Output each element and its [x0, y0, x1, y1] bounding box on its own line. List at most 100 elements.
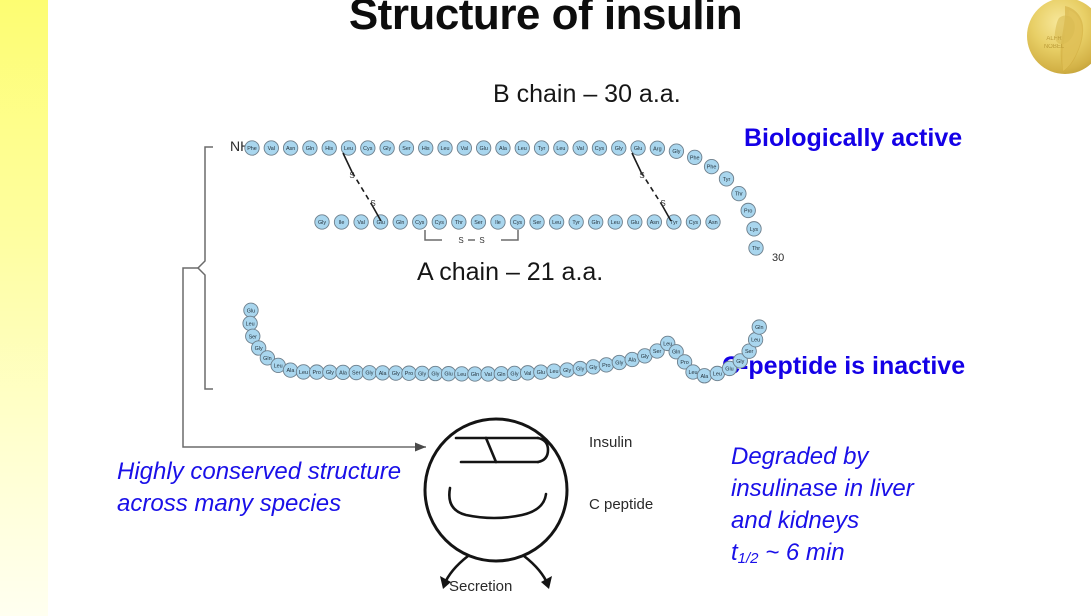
amino-acid-bead [741, 343, 757, 359]
amino-acid-bead [630, 140, 646, 156]
amino-acid-bead [668, 143, 685, 159]
amino-acid-bead [746, 221, 762, 237]
amino-acid-label: Phe [690, 155, 700, 161]
amino-acid-label: Ala [287, 368, 295, 374]
amino-acid-label: Pro [602, 363, 610, 369]
amino-acid-label: Glu [631, 220, 639, 226]
amino-acid-label: Glu [444, 372, 452, 378]
amino-acid-label: Leu [556, 146, 565, 152]
amino-acid-bead [244, 140, 260, 156]
amino-acid-label: Gly [392, 371, 400, 377]
amino-acid-label: Leu [457, 372, 466, 378]
amino-acid-label: Gln [497, 372, 505, 378]
amino-acid-bead [490, 214, 506, 230]
amino-acid-bead [703, 158, 720, 175]
amino-acid-label: Pro [312, 370, 320, 376]
svg-text:S: S [370, 199, 375, 208]
amino-acid-bead [372, 214, 389, 230]
amino-acid-label: Ala [700, 374, 708, 380]
amino-acid-label: Ala [339, 370, 347, 376]
callout-c-peptide-inactive: C-peptide is inactive [722, 352, 966, 380]
amino-acid-label: His [325, 146, 333, 152]
amino-acid-label: Leu [549, 369, 558, 375]
amino-acid-label: Tyr [538, 146, 546, 152]
amino-acid-bead [646, 214, 662, 230]
amino-acid-bead [668, 344, 684, 360]
amino-acid-bead [314, 214, 330, 230]
degraded-line-2: insulinase in liver [731, 475, 914, 502]
amino-acid-label: Tyr [670, 220, 678, 226]
half-life-subscript: 1/2 [737, 550, 759, 567]
half-life-symbol: t [731, 539, 738, 566]
amino-acid-label: Ala [628, 358, 636, 364]
amino-acid-label: Gly [615, 146, 623, 152]
amino-acid-bead [353, 214, 369, 230]
amino-acid-bead [418, 140, 434, 156]
amino-acid-label: Ser [653, 349, 662, 355]
amino-acid-bead [591, 140, 608, 156]
outer-bracket-arrow [182, 267, 426, 452]
amino-acid-bead [533, 140, 550, 156]
amino-acid-label: Gly [576, 367, 584, 373]
amino-acid-label: Ala [379, 371, 387, 377]
amino-acid-label: Gln [306, 146, 314, 152]
amino-acid-bead [748, 240, 764, 256]
amino-acid-bead [437, 140, 453, 156]
amino-acid-label: Gln [592, 220, 600, 226]
amino-acid-label: Glu [376, 220, 384, 226]
amino-acid-bead [649, 140, 666, 156]
svg-text:S: S [639, 171, 644, 180]
secretory-granule [423, 417, 569, 589]
amino-acid-label: Tyr [723, 177, 731, 183]
amino-acid-label: Leu [751, 338, 760, 344]
amino-acid-label: Val [484, 372, 491, 378]
amino-acid-label: Cys [513, 220, 523, 226]
amino-acid-label: Val [524, 371, 531, 377]
amino-acid-label: Gly [615, 360, 623, 366]
amino-acid-label: Ile [495, 220, 501, 226]
amino-acid-label: Ser [249, 334, 258, 340]
amino-acid-label: Leu [552, 220, 561, 226]
degraded-line-3: and kidneys [731, 507, 860, 534]
amino-acid-label: Leu [344, 146, 353, 152]
disulfide-bond-a6-a11: S S [424, 230, 519, 245]
amino-acid-bead [548, 214, 565, 230]
amino-acid-label: Gly [365, 371, 373, 377]
amino-acid-bead [495, 140, 511, 156]
amino-acid-label: Gly [255, 346, 263, 352]
amino-acid-bead [470, 214, 487, 230]
amino-acid-label: Ser [745, 349, 754, 355]
svg-text:ALFR: ALFR [1046, 36, 1062, 42]
amino-acid-label: Gly [589, 365, 597, 371]
amino-acid-bead [568, 214, 584, 230]
amino-acid-label: Leu [611, 220, 620, 226]
amino-acid-label: Gln [672, 350, 680, 356]
amino-acid-bead [333, 214, 350, 230]
half-life-value: ~ 6 min [765, 539, 845, 566]
amino-acid-label: Gly [641, 354, 649, 360]
amino-acid-label: Ser [474, 220, 483, 226]
amino-acid-bead [676, 354, 693, 370]
amino-acid-label: Gly [318, 220, 326, 226]
amino-acid-bead [451, 214, 467, 230]
amino-acid-bead [588, 214, 604, 230]
granule-insulin-glyph [454, 436, 550, 464]
amino-acid-bead [627, 214, 643, 230]
nobel-medal-icon: ALFR NOBEL [1023, 0, 1091, 88]
amino-acid-label: Gln [396, 220, 404, 226]
amino-acid-label: Leu [299, 370, 308, 376]
page-title: Structure of insulin [348, 0, 743, 39]
svg-text:S: S [349, 171, 354, 180]
amino-acid-bead [259, 350, 276, 366]
amino-acid-bead [456, 140, 472, 156]
amino-acid-bead [718, 171, 735, 187]
svg-text:S: S [660, 199, 665, 208]
amino-acid-label: Glu [725, 366, 733, 372]
amino-acid-bead [740, 202, 756, 219]
amino-acid-bead [649, 343, 665, 359]
granule-c-peptide-label: C peptide [589, 496, 654, 513]
amino-acid-bead [475, 140, 492, 156]
